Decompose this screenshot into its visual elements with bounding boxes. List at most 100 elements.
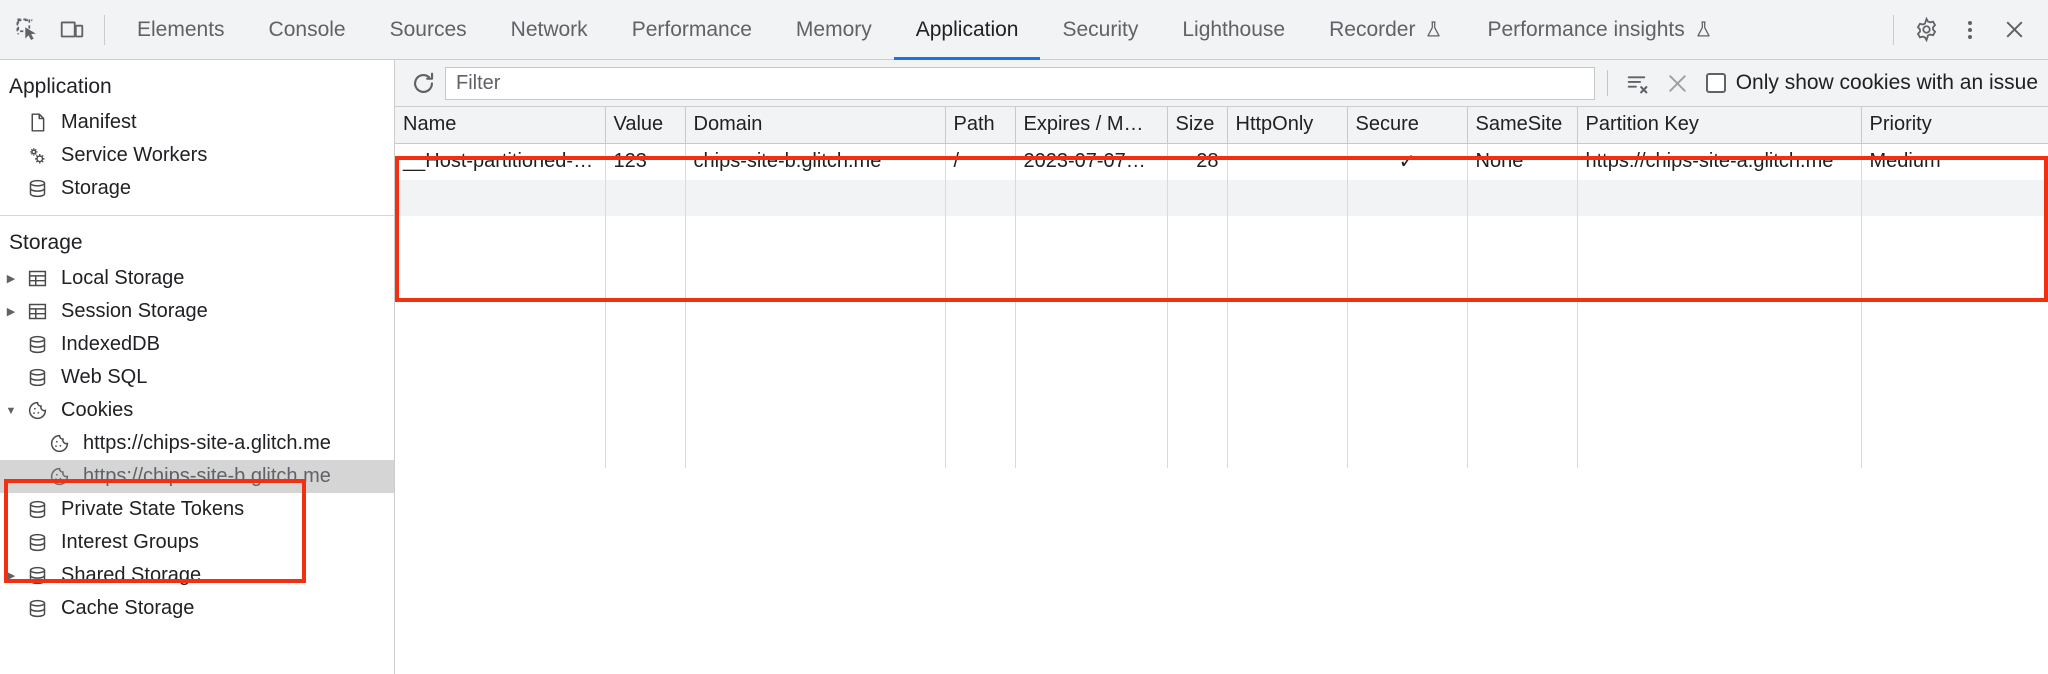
- cookie-icon: [22, 400, 52, 421]
- filler-cell: [1167, 180, 1228, 216]
- sidebar-item-cache-storage[interactable]: Cache Storage: [0, 592, 394, 625]
- tab-performance[interactable]: Performance: [610, 0, 774, 60]
- column-header-value[interactable]: Value: [605, 107, 686, 144]
- blank-cell: [1015, 324, 1168, 360]
- panel-tab-strip: Elements Console Sources Network Perform…: [115, 0, 1735, 60]
- only-show-issues-checkbox[interactable]: Only show cookies with an issue: [1700, 71, 2038, 95]
- cell-httponly[interactable]: [1227, 143, 1348, 180]
- toolbar-divider: [1893, 14, 1894, 45]
- chevron-right-icon[interactable]: ▶: [6, 306, 16, 318]
- sidebar-item-storage[interactable]: Storage: [0, 172, 394, 205]
- sidebar-item-indexeddb[interactable]: IndexedDB: [0, 328, 394, 361]
- table-row[interactable]: __Host-partitioned-cookie 123 chips-site…: [395, 143, 2048, 180]
- device-toolbar-icon[interactable]: [50, 8, 94, 52]
- cell-size[interactable]: 28: [1167, 143, 1228, 180]
- filler-cell: [1347, 180, 1468, 216]
- tab-label: Performance: [631, 17, 752, 41]
- blank-cell: [1167, 288, 1228, 324]
- sidebar-item-label: Local Storage: [61, 267, 185, 289]
- tab-console[interactable]: Console: [247, 0, 368, 60]
- sidebar-item-cookies[interactable]: ▼ Cookies: [0, 394, 394, 427]
- tab-security[interactable]: Security: [1040, 0, 1160, 60]
- sidebar-item-manifest[interactable]: Manifest: [0, 106, 394, 139]
- blank-cell: [1227, 288, 1348, 324]
- cell-priority[interactable]: Medium: [1861, 143, 2048, 180]
- chevron-right-icon[interactable]: ▶: [6, 570, 16, 582]
- more-options-icon[interactable]: [1948, 8, 1992, 52]
- blank-cell: [395, 252, 606, 288]
- tab-performance-insights[interactable]: Performance insights: [1465, 0, 1734, 60]
- blank-cell: [1577, 216, 1862, 252]
- sidebar-item-interest-groups[interactable]: Interest Groups: [0, 526, 394, 559]
- clear-all-cookies-icon[interactable]: [1620, 65, 1656, 101]
- blank-cell: [945, 360, 1016, 396]
- sidebar-item-local-storage[interactable]: ▶ Local Storage: [0, 262, 394, 295]
- blank-cell: [1467, 396, 1578, 432]
- column-header-path[interactable]: Path: [945, 107, 1016, 144]
- sidebar-item-label: Service Workers: [61, 144, 208, 166]
- tab-elements[interactable]: Elements: [115, 0, 247, 60]
- sidebar-item-cookies-chips-site-a[interactable]: https://chips-site-a.glitch.me: [0, 427, 394, 460]
- blank-cell: [1347, 360, 1468, 396]
- blank-cell: [1227, 216, 1348, 252]
- sidebar-item-label: https://chips-site-b.glitch.me: [83, 465, 331, 487]
- refresh-icon[interactable]: [405, 65, 441, 101]
- filler-cell: [1861, 180, 2048, 216]
- gear-icon[interactable]: [1904, 8, 1948, 52]
- cell-partition-key[interactable]: https://chips-site-a.glitch.me: [1577, 143, 1862, 180]
- column-header-samesite[interactable]: SameSite: [1467, 107, 1578, 144]
- toolbar-divider: [104, 14, 105, 45]
- tab-recorder[interactable]: Recorder: [1307, 0, 1465, 60]
- sidebar-section-storage-title: Storage: [9, 231, 83, 254]
- cell-value[interactable]: 123: [605, 143, 686, 180]
- filler-cell: [1577, 180, 1862, 216]
- blank-cell: [395, 396, 606, 432]
- chevron-right-icon[interactable]: ▶: [6, 273, 16, 285]
- column-header-partition-key[interactable]: Partition Key: [1577, 107, 1862, 144]
- cookies-table-area[interactable]: Name Value Domain Path Expires / M… Size…: [395, 107, 2048, 674]
- tab-application[interactable]: Application: [893, 0, 1041, 60]
- blank-cell: [395, 360, 606, 396]
- sidebar-item-private-state-tokens[interactable]: Private State Tokens: [0, 493, 394, 526]
- tab-sources[interactable]: Sources: [368, 0, 489, 60]
- cell-name[interactable]: __Host-partitioned-cookie: [395, 143, 606, 180]
- cell-path[interactable]: /: [945, 143, 1016, 180]
- blank-cell: [395, 432, 606, 468]
- sidebar-item-service-workers[interactable]: Service Workers: [0, 139, 394, 172]
- table-grid-icon: [22, 301, 52, 322]
- chevron-down-icon[interactable]: ▼: [5, 404, 17, 417]
- cell-expires[interactable]: 2023-07-07…: [1015, 143, 1168, 180]
- filler-cell: [605, 180, 686, 216]
- blank-cell: [1347, 252, 1468, 288]
- inspect-element-icon[interactable]: [6, 8, 50, 52]
- sidebar-item-shared-storage[interactable]: ▶ Shared Storage: [0, 559, 394, 592]
- sidebar-item-cookies-chips-site-b[interactable]: https://chips-site-b.glitch.me: [0, 460, 394, 493]
- blank-cell: [1861, 216, 2048, 252]
- column-header-secure[interactable]: Secure: [1347, 107, 1468, 144]
- blank-cell: [1467, 432, 1578, 468]
- tab-memory[interactable]: Memory: [774, 0, 894, 60]
- column-header-httponly[interactable]: HttpOnly: [1227, 107, 1348, 144]
- column-header-priority[interactable]: Priority: [1861, 107, 2048, 144]
- cell-samesite[interactable]: None: [1467, 143, 1578, 180]
- sidebar-section-application-title: Application: [9, 75, 112, 98]
- blank-cell: [1347, 324, 1468, 360]
- checkbox-box[interactable]: [1705, 73, 1726, 93]
- cell-secure[interactable]: ✓: [1347, 143, 1468, 180]
- column-header-domain[interactable]: Domain: [685, 107, 946, 144]
- tab-network[interactable]: Network: [489, 0, 610, 60]
- tab-label: Network: [510, 17, 588, 41]
- sidebar-item-session-storage[interactable]: ▶ Session Storage: [0, 295, 394, 328]
- clear-filtered-cookies-icon[interactable]: [1660, 65, 1696, 101]
- cell-domain[interactable]: chips-site-b.glitch.me: [685, 143, 946, 180]
- filter-input[interactable]: [445, 66, 1595, 100]
- column-header-size[interactable]: Size: [1167, 107, 1228, 144]
- close-icon[interactable]: [1992, 8, 2036, 52]
- column-header-expires[interactable]: Expires / M…: [1015, 107, 1168, 144]
- column-header-name[interactable]: Name: [395, 107, 606, 144]
- sidebar-item-web-sql[interactable]: Web SQL: [0, 361, 394, 394]
- database-icon: [22, 334, 52, 355]
- cookie-icon: [44, 433, 74, 454]
- tab-lighthouse[interactable]: Lighthouse: [1160, 0, 1307, 60]
- blank-cell: [395, 216, 606, 252]
